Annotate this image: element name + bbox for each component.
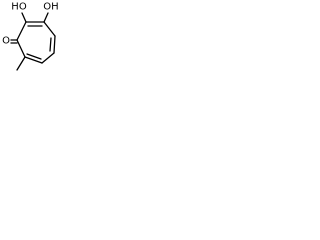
bond-c4-c5 (53, 35, 56, 54)
bond-c3-oh-right (43, 12, 49, 23)
bond-c7-c1 (16, 39, 26, 58)
hydroxyl-right-label: OH (43, 2, 58, 13)
substituent-bonds (10, 12, 49, 71)
hydroxyl-left-label: HO (11, 2, 27, 13)
bond-c3-c4 (43, 21, 56, 37)
bond-c6-c7-double (26, 53, 42, 60)
atom-labels: HO OH O (2, 2, 59, 47)
ring-bonds (16, 21, 56, 64)
carbonyl-oxygen-label: O (2, 36, 10, 47)
bond-c1-c2 (16, 21, 27, 41)
bond-c4-c5-double (49, 37, 52, 52)
bond-c5-c6 (41, 52, 55, 64)
bond-c7-methyl (16, 56, 26, 71)
bond-c6-c7 (24, 56, 43, 64)
bond-c2-oh-left (21, 12, 27, 23)
tropolone-structure: HO OH O (2, 2, 59, 71)
